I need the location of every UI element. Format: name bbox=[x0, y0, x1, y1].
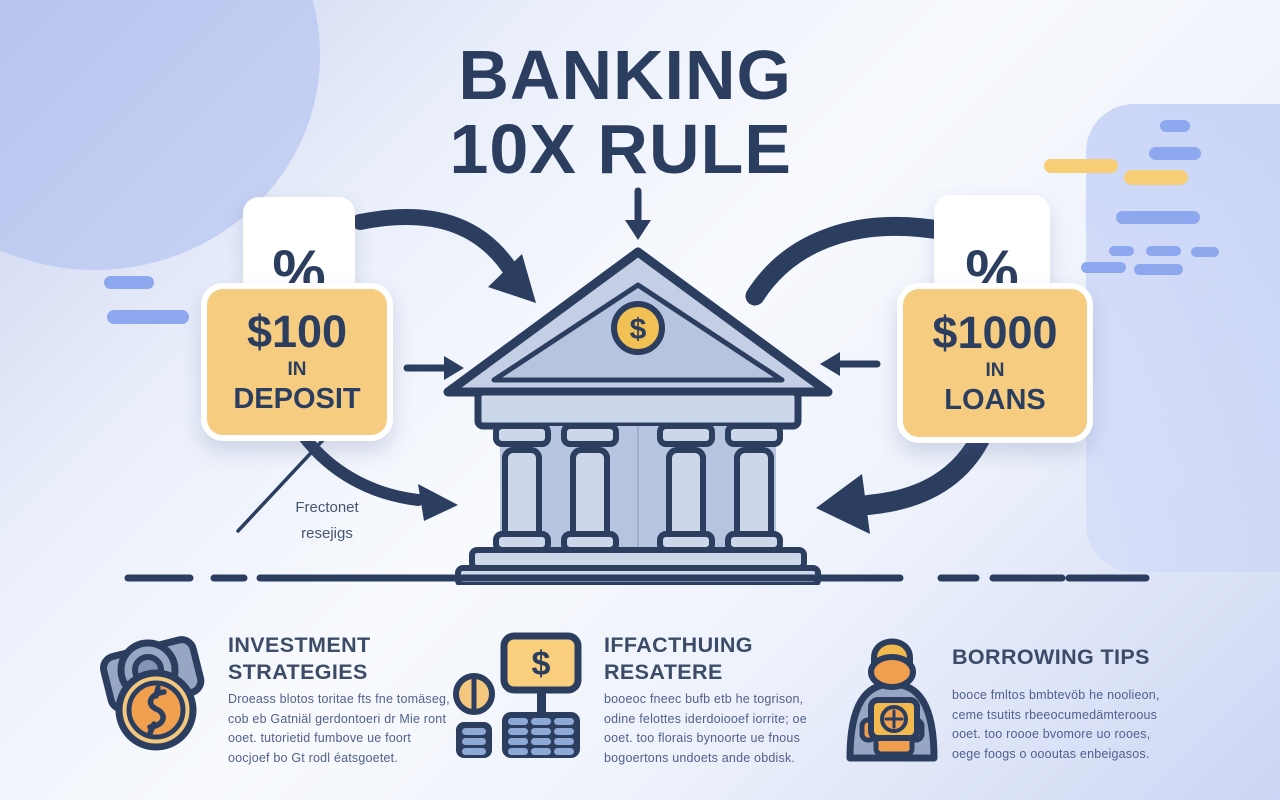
loans-amount: $1000 bbox=[932, 307, 1058, 358]
page-title: BANKING 10X RULE bbox=[449, 36, 792, 188]
decor-dash bbox=[1146, 246, 1181, 256]
deposit-label: DEPOSIT bbox=[233, 383, 361, 415]
decor-dash bbox=[1191, 247, 1219, 257]
decor-dash bbox=[1134, 264, 1183, 275]
decor-dash bbox=[1044, 159, 1118, 173]
deposit-amount: $100 bbox=[246, 306, 348, 357]
bank-building-icon: $ bbox=[443, 247, 833, 585]
decor-dash bbox=[1109, 246, 1134, 256]
decor-dash bbox=[1081, 262, 1126, 273]
decor-dash bbox=[1116, 211, 1200, 224]
section-heading-investment: INVESTMENT STRATEGIES bbox=[228, 633, 371, 684]
money-sign-symbol: $ bbox=[532, 645, 551, 683]
fractional-reserves-note: Frectonet resejigs bbox=[295, 499, 359, 542]
section-body-investment: Droeass blotos toritae fts fne tomäseg, … bbox=[228, 692, 450, 765]
decor-dash bbox=[1149, 147, 1201, 160]
decor-dash bbox=[1160, 120, 1190, 132]
decor-dash bbox=[104, 276, 154, 289]
decor-dash bbox=[1124, 170, 1188, 185]
decor-dash bbox=[107, 310, 189, 324]
deposit-card: $100 IN DEPOSIT bbox=[201, 283, 393, 441]
section-body-reserves: booeoc fneec bufb etb he togrison, odine… bbox=[604, 692, 807, 765]
section-body-borrowing: booce fmltos bmbtevöb he noolieon, ceme … bbox=[952, 688, 1160, 761]
section-heading-reserves: IFFACTHUING RESATERE bbox=[604, 633, 753, 684]
section-heading-borrowing: BORROWING TIPS bbox=[952, 645, 1150, 669]
loans-card: $1000 IN LOANS bbox=[897, 283, 1093, 443]
loans-preposition: IN bbox=[985, 360, 1005, 381]
bank-coin-symbol: $ bbox=[630, 313, 647, 346]
investment-icon bbox=[100, 636, 205, 751]
money-sign-icon: $ bbox=[453, 632, 582, 758]
loans-label: LOANS bbox=[944, 384, 1046, 416]
borrower-icon bbox=[846, 638, 938, 762]
deposit-preposition: IN bbox=[287, 359, 307, 380]
